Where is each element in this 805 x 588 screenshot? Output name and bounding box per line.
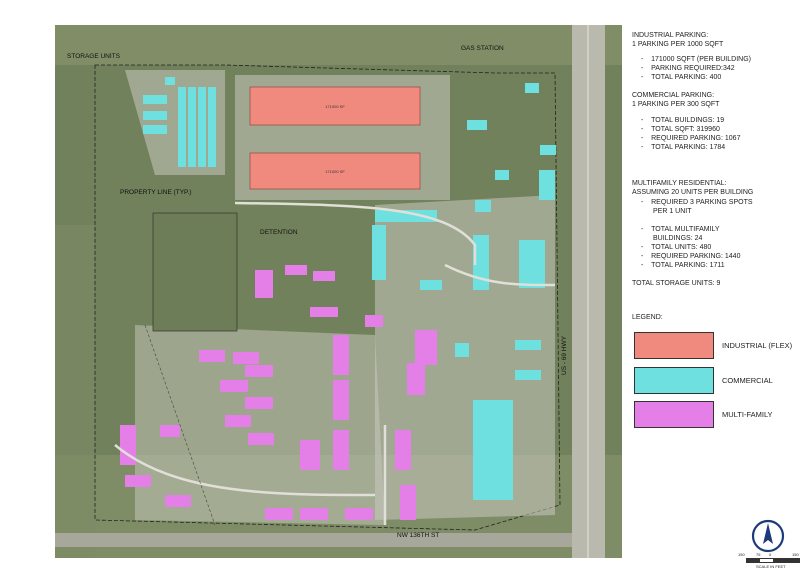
legend-title: LEGEND:	[632, 314, 663, 321]
multifamily-item-cont: PER 1 UNIT	[653, 208, 692, 215]
multifamily-rule: ASSUMING 20 UNITS PER BUILDING	[632, 189, 754, 196]
commercial-parking-rule: 1 PARKING PER 300 SQFT	[632, 101, 720, 108]
site-plan-map: 171000 SF 171000 SF	[55, 25, 623, 558]
commercial-item: - TOTAL BUILDINGS: 19	[641, 117, 725, 124]
legend-swatch-industrial	[634, 332, 714, 359]
highway-label: US - 69 HWY	[561, 335, 568, 375]
legend-swatch-multifamily	[634, 401, 714, 428]
south-street-road	[55, 533, 572, 547]
commercial-item: - REQUIRED PARKING: 1067	[641, 135, 741, 142]
industrial-building-1-label: 171000 SF	[325, 104, 345, 109]
legend-label-industrial: INDUSTRIAL (FLEX)	[722, 341, 793, 350]
scale-tick: 0	[769, 552, 772, 557]
industrial-parking-rule: 1 PARKING PER 1000 SQFT	[632, 41, 724, 48]
scale-tick: 150	[792, 552, 799, 557]
north-arrow-icon	[751, 519, 785, 553]
storage-total: TOTAL STORAGE UNITS: 9	[632, 280, 721, 287]
industrial-item: - TOTAL PARKING: 400	[641, 74, 722, 81]
legend-label-commercial: COMMERCIAL	[722, 376, 773, 385]
multifamily-item: - REQUIRED PARKING: 1440	[641, 253, 741, 260]
detention-area	[152, 212, 238, 332]
site-plan-drawing: 171000 SF 171000 SF	[55, 25, 623, 558]
scale-caption: SCALE IN FEET	[756, 564, 786, 569]
storage-units-label: STORAGE UNITS	[67, 53, 120, 60]
commercial-item: - TOTAL SQFT: 319960	[641, 126, 720, 133]
multifamily-item: - TOTAL MULTIFAMILY	[641, 226, 720, 233]
notes-panel	[622, 25, 805, 588]
scale-tick: 75	[756, 552, 761, 557]
gas-station-label: GAS STATION	[461, 45, 504, 52]
commercial-item: - TOTAL PARKING: 1784	[641, 144, 726, 151]
multifamily-item: - TOTAL PARKING: 1711	[641, 262, 725, 269]
legend-label-multifamily: MULTI-FAMILY	[722, 410, 773, 419]
detention-label: DETENTION	[260, 229, 298, 236]
property-line-label: PROPERTY LINE (TYP.)	[120, 189, 192, 196]
industrial-building-2-label: 171000 SF	[325, 169, 345, 174]
multifamily-item: - TOTAL UNITS: 480	[641, 244, 712, 251]
industrial-item: - PARKING REQUIRED:342	[641, 65, 735, 72]
commercial-parking-title: COMMERCIAL PARKING:	[632, 92, 715, 99]
industrial-parking-title: INDUSTRIAL PARKING:	[632, 32, 709, 39]
industrial-item: - 171000 SQFT (PER BUILDING)	[641, 56, 751, 63]
multifamily-item: - REQUIRED 3 PARKING SPOTS	[641, 199, 753, 206]
industrial-building-2	[249, 152, 421, 190]
street-label: NW 136TH ST	[397, 532, 440, 539]
multifamily-title: MULTIFAMILY RESIDENTIAL:	[632, 180, 727, 187]
legend-swatch-commercial	[634, 367, 714, 394]
property-line	[94, 64, 561, 531]
industrial-building-1	[249, 86, 421, 126]
scale-tick: 150	[738, 552, 745, 557]
multifamily-item-cont: BUILDINGS: 24	[653, 235, 703, 242]
scale-bar	[746, 558, 800, 563]
